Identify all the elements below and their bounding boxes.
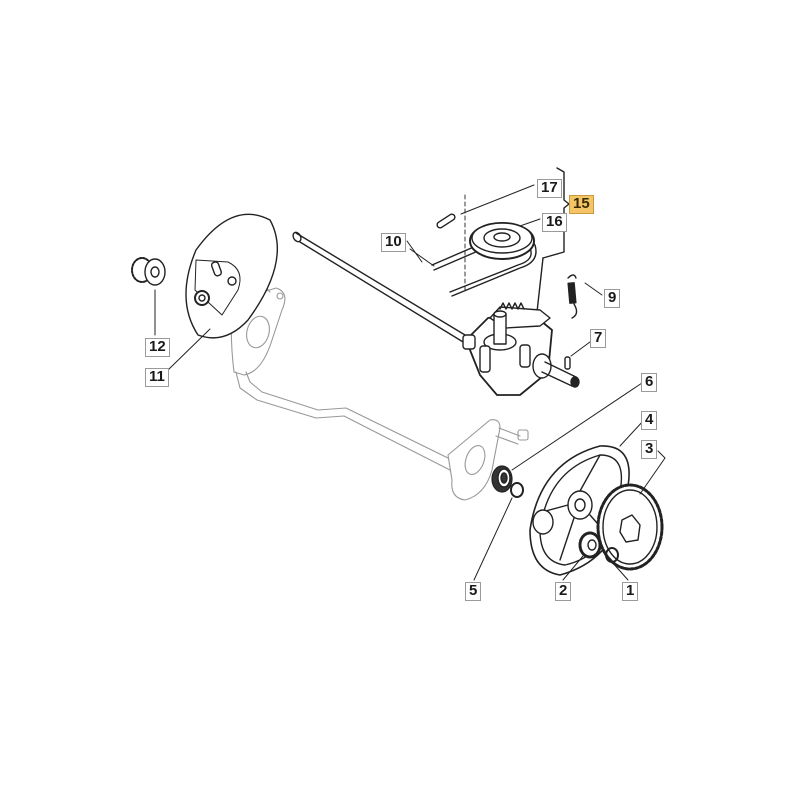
- drive-shaft: [292, 231, 471, 346]
- callout-7[interactable]: 7: [590, 329, 607, 348]
- callout-5[interactable]: 5: [465, 582, 482, 601]
- pin-7: [564, 338, 595, 370]
- spring-9: [567, 274, 603, 319]
- washer-5: [473, 482, 524, 581]
- pulley-16: [469, 218, 541, 260]
- callout-3[interactable]: 3: [641, 440, 658, 459]
- callout-2[interactable]: 2: [555, 582, 572, 601]
- callout-4[interactable]: 4: [641, 411, 658, 430]
- callout-10[interactable]: 10: [381, 233, 406, 252]
- callout-1[interactable]: 1: [622, 582, 639, 601]
- callout-16[interactable]: 16: [542, 213, 567, 232]
- pinion-12: [131, 257, 166, 336]
- bearing-6: [491, 382, 643, 493]
- pin-17: [436, 184, 535, 229]
- callout-17[interactable]: 17: [537, 179, 562, 198]
- gearbox: [462, 302, 580, 396]
- callout-12[interactable]: 12: [145, 338, 170, 357]
- wheel-cover-11: [167, 213, 278, 371]
- callout-6[interactable]: 6: [641, 373, 658, 392]
- axle-frame: [230, 284, 529, 501]
- callout-9[interactable]: 9: [604, 289, 621, 308]
- callout-11[interactable]: 11: [145, 368, 169, 387]
- pinion-gear-2: [562, 531, 602, 581]
- washer-1: [605, 547, 629, 581]
- callout-15-highlighted[interactable]: 15: [569, 195, 594, 214]
